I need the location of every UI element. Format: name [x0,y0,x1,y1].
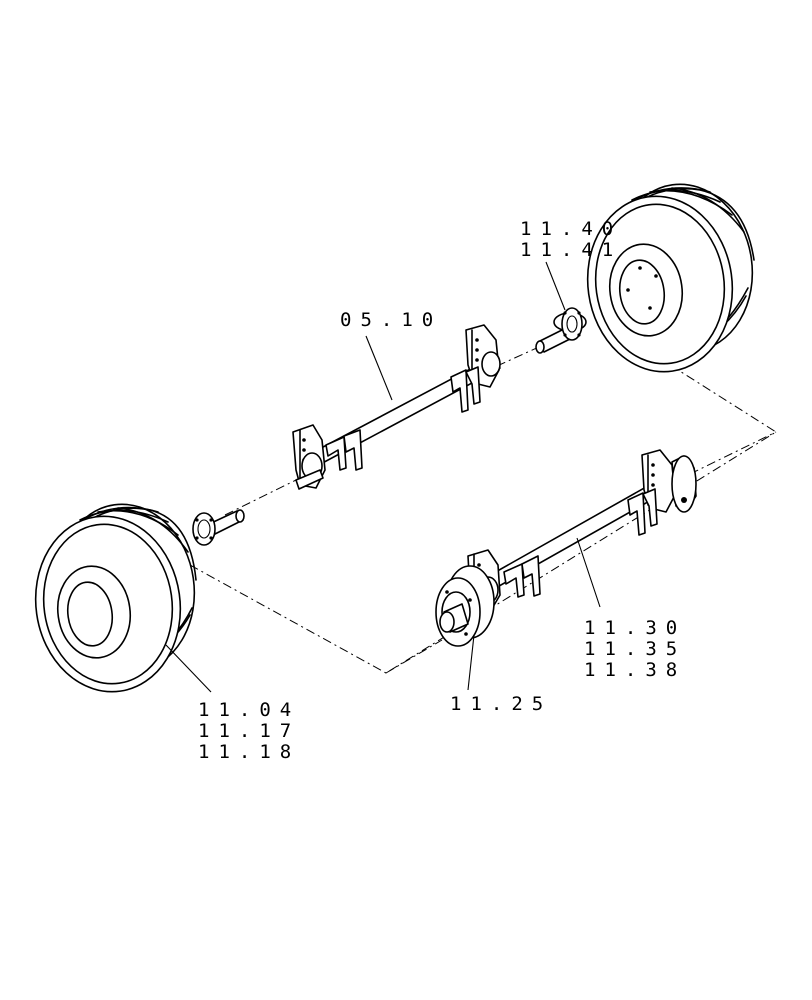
callout-labels: 05.10 11.40 11.41 11.30 11.35 11.38 11.2… [198,218,686,763]
callout-rear-axle-1: 11.30 [584,617,686,639]
left-spindle-hub [192,509,245,546]
callout-hub-spindle-1: 11.40 [520,218,622,240]
hub-disc [435,565,495,647]
right-spindle-hub [535,307,587,354]
assembly-centerlines [189,317,777,674]
right-wheel [586,183,755,373]
callout-rear-axle-2: 11.35 [584,638,686,660]
callout-hub-disc: 11.25 [450,693,552,715]
left-wheel [34,503,197,693]
callout-hub-spindle-2: 11.41 [520,239,622,261]
callout-rear-axle-3: 11.38 [584,659,686,681]
callout-wheel-2: 11.17 [198,720,300,742]
leader-lines [165,261,601,693]
rear-axle [467,449,697,613]
callout-wheel-3: 11.18 [198,741,300,763]
callout-wheel-1: 11.04 [198,699,300,721]
front-axle [292,324,501,490]
callout-front-axle: 05.10 [340,309,442,331]
